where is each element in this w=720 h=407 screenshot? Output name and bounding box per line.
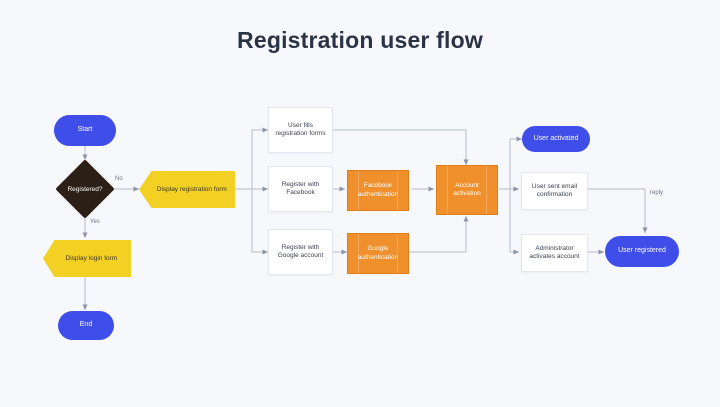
- edge-label-yes: Yes: [90, 219, 100, 225]
- page-title: Registration user flow: [237, 27, 483, 53]
- node-google-authentication[interactable]: Google authentication: [347, 233, 409, 274]
- node-user-activated-label: User activated: [533, 134, 579, 142]
- node-facebook-auth-line2: authentication: [357, 190, 399, 198]
- node-display-login-form[interactable]: Display login form: [43, 240, 131, 277]
- node-user-fills-line2: registration forms: [275, 130, 326, 137]
- node-end[interactable]: End: [58, 311, 114, 340]
- node-google-auth-line1: Google: [367, 245, 389, 253]
- node-administrator-activates-account[interactable]: Administrator activates account: [521, 234, 588, 272]
- node-display-login-form-label: Display login form: [65, 255, 118, 262]
- node-register-facebook-line2: Facebook: [286, 189, 315, 196]
- node-account-activation-line2: activation: [453, 190, 481, 197]
- node-end-label: End: [79, 321, 93, 329]
- node-user-sent-email-line1: User sent email: [531, 182, 578, 190]
- node-register-google-line2: Google account: [277, 252, 324, 259]
- node-register-with-google-account[interactable]: Register with Google account: [268, 229, 333, 275]
- arrow-box-shape: [139, 171, 235, 208]
- node-google-auth-line2: authentication: [357, 253, 399, 261]
- node-account-activation[interactable]: Account activation: [436, 165, 498, 215]
- node-register-google-line1: Register with: [281, 243, 320, 251]
- edge-label-no: No: [115, 176, 123, 182]
- node-display-registration-form[interactable]: Display registration form: [139, 171, 235, 208]
- edge-label-reply: reply: [650, 190, 664, 196]
- node-user-fills-registration-forms[interactable]: User fills registration forms: [268, 107, 333, 153]
- node-admin-activates-line1: Administrator: [535, 244, 574, 252]
- node-user-fills-line1: User fills: [288, 121, 313, 129]
- node-account-activation-line1: Account: [455, 181, 479, 189]
- node-register-facebook-line1: Register with: [281, 180, 320, 188]
- node-user-sent-email-line2: confirmation: [536, 191, 573, 198]
- node-register-with-facebook[interactable]: Register with Facebook: [268, 166, 333, 212]
- node-facebook-auth-line1: Facebook: [363, 182, 393, 190]
- node-facebook-authentication[interactable]: Facebook authentication: [347, 170, 409, 211]
- node-start-label: Start: [77, 126, 93, 134]
- node-start[interactable]: Start: [54, 115, 116, 146]
- node-user-activated[interactable]: User activated: [522, 126, 590, 152]
- node-registered-label: Registered?: [67, 185, 103, 193]
- node-registered-decision[interactable]: Registered?: [55, 159, 115, 219]
- node-display-registration-form-label: Display registration form: [156, 186, 227, 193]
- node-user-registered-label: User registered: [618, 247, 666, 255]
- node-admin-activates-line2: activates account: [529, 253, 580, 260]
- node-user-registered[interactable]: User registered: [605, 236, 679, 267]
- node-user-sent-email-confirmation[interactable]: User sent email confirmation: [521, 172, 588, 210]
- arrow-box-shape: [43, 240, 131, 277]
